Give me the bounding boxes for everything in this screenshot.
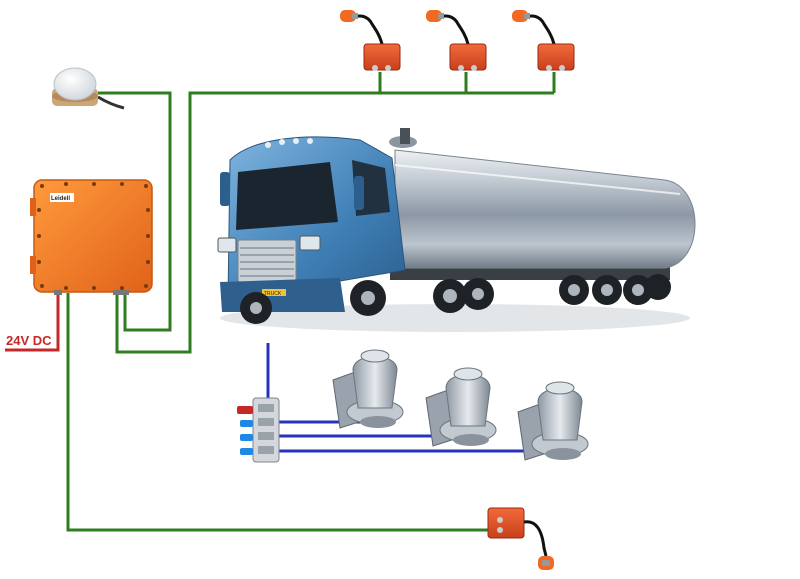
valve-wiring: [266, 343, 555, 453]
pneumatic-valve-icon: [332, 349, 404, 429]
proximity-sensor-icon: [340, 10, 401, 71]
sensor-wiring: [66, 72, 556, 532]
pneumatic-valve-icon: [425, 367, 497, 447]
solenoid-manifold-icon: [237, 397, 280, 463]
top-sensors: [340, 10, 575, 71]
tanker-truck-icon: TRUCK: [217, 128, 696, 332]
gps-antenna-icon: [52, 67, 125, 110]
pneumatic-valve-icon: [517, 381, 589, 461]
power-label: 24V DC: [6, 333, 52, 348]
power-wire: [5, 293, 60, 352]
controller-box: Leidell: [30, 179, 153, 295]
bottom-sensor-wire: [66, 293, 490, 532]
proximity-sensor-icon: [487, 507, 554, 570]
controller-brand: Leidell: [51, 196, 70, 202]
gps-wire: [98, 91, 172, 332]
proximity-sensor-icon: [512, 10, 575, 71]
pneumatic-valves: [332, 349, 589, 461]
license-plate: TRUCK: [264, 291, 282, 297]
top-sensor-wire: [115, 72, 382, 354]
proximity-sensor-icon: [426, 10, 487, 71]
